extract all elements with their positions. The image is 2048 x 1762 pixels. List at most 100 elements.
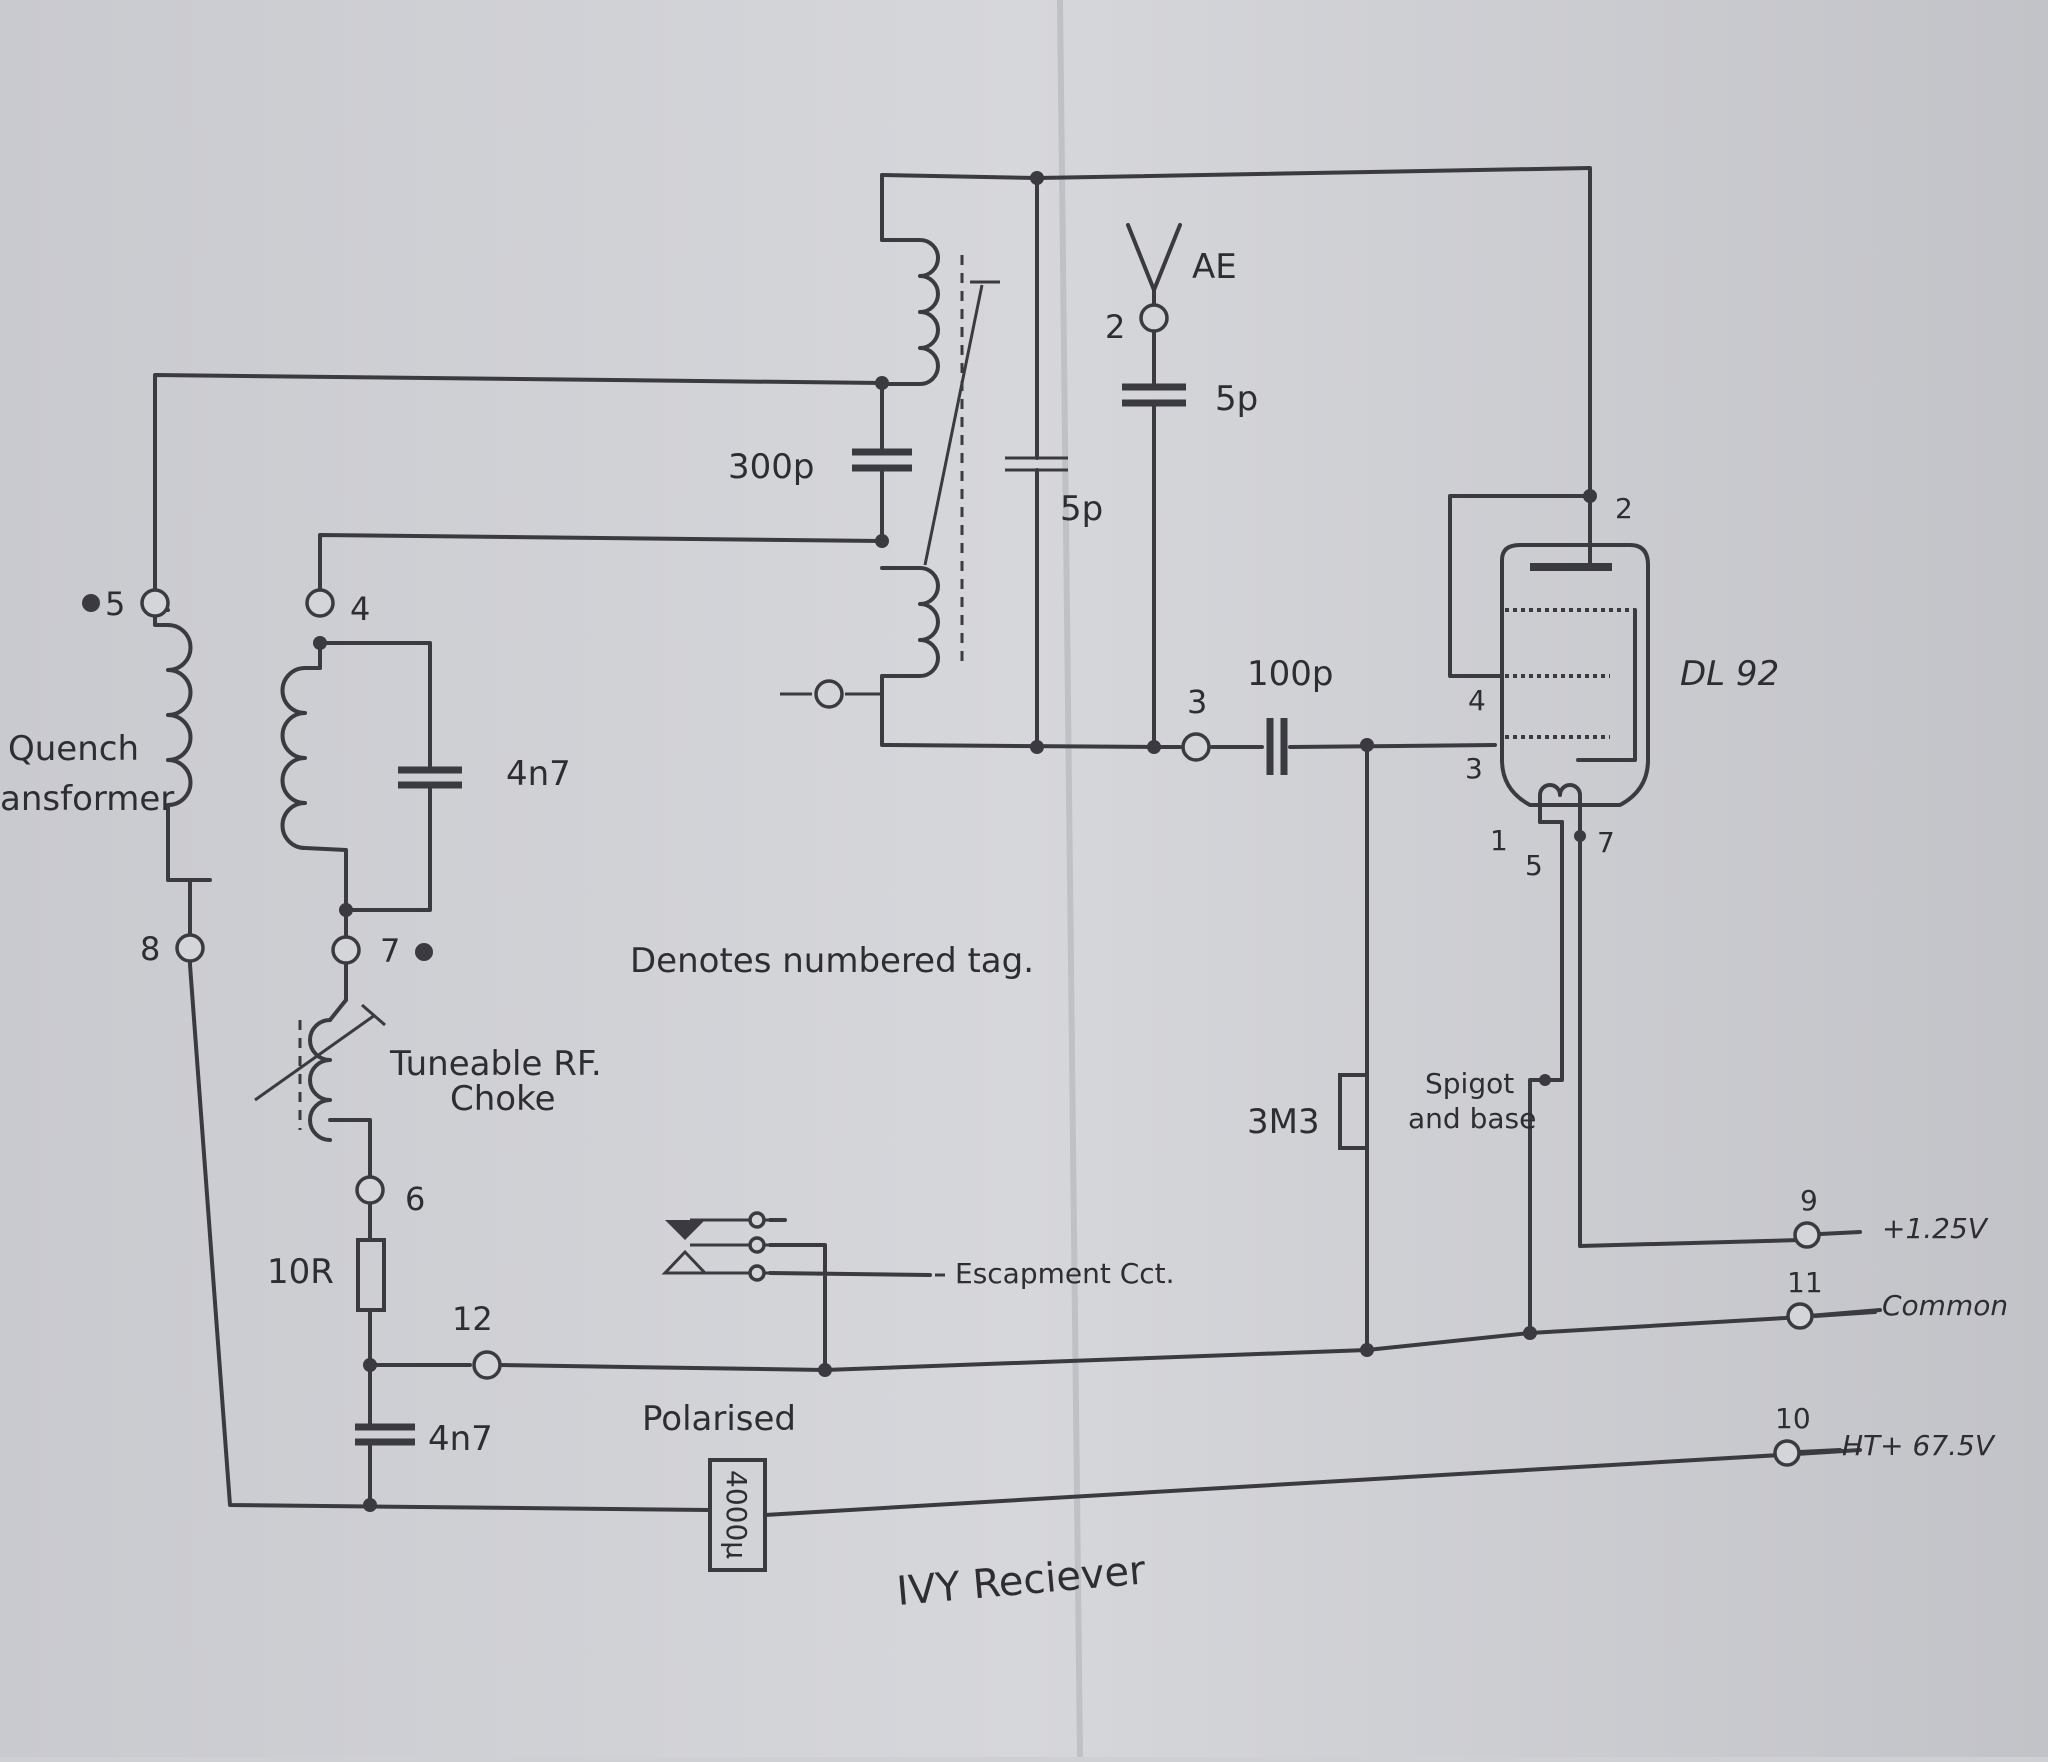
resistor-10r (356, 1238, 386, 1312)
rf-choke-arrow-tee (361, 1003, 386, 1027)
cap-100p-label: 100p (1247, 654, 1333, 694)
junction (1523, 1326, 1537, 1340)
wire-filament-plus (1578, 820, 1802, 1248)
escapement-terminal (748, 1264, 766, 1282)
tag-9 (1793, 1221, 1821, 1249)
tag-8 (175, 933, 205, 963)
tag-2-label: 2 (1105, 308, 1125, 346)
labels: Quench ansformer 300p 5p 5p AE 100p 4n7 … (0, 247, 2008, 1615)
tag-7-label: 7 (380, 932, 400, 970)
wire-escapement (768, 1218, 932, 1372)
tag-12 (472, 1350, 502, 1380)
tag-11-label: 11 (1787, 1266, 1823, 1299)
junction (1539, 1074, 1551, 1086)
tag-3-label: 3 (1187, 683, 1207, 721)
cap-5p-ae-label: 5p (1215, 379, 1258, 419)
cap-5p-trim-label: 5p (1060, 489, 1103, 529)
tag-10-label: 10 (1775, 1402, 1811, 1435)
quench-secondary (280, 666, 348, 912)
tag-3 (1181, 732, 1211, 762)
resistors: 4000µ (356, 1073, 1369, 1572)
junction (1030, 171, 1044, 185)
tag-12-label: 12 (452, 1300, 493, 1338)
wire-screen-loop (1448, 494, 1592, 678)
tags (82, 303, 1821, 1467)
wire-tank-bottom (880, 674, 1156, 749)
escapement-contacts (661, 1211, 770, 1282)
valve-filament (1538, 783, 1582, 824)
junction (1360, 738, 1374, 752)
tank-tuning-arrow (923, 284, 984, 566)
cap-300p-label: 300p (728, 447, 814, 487)
tank-coil-lower (880, 566, 940, 678)
tag-8-label: 8 (140, 930, 160, 968)
junction (363, 1498, 377, 1512)
tag-4-label: 4 (350, 590, 370, 628)
wire-top-rail (880, 166, 1592, 498)
rf-choke-label-line1: Tuneable RF. (389, 1044, 602, 1084)
electrolytic-capacitor (708, 1458, 767, 1572)
rf-choke-lead (328, 998, 348, 1022)
rf-choke-arrow (254, 1013, 376, 1102)
cap-4n7-bypass-label: 4n7 (428, 1419, 493, 1459)
tag-6 (355, 1175, 385, 1205)
valve-pin-7: 7 (1597, 826, 1615, 859)
rf-choke-label-line2: Choke (450, 1079, 556, 1119)
tank-coil-upper (880, 238, 940, 386)
junction (875, 534, 889, 548)
electrolytic-value: 4000µ (720, 1470, 753, 1559)
resistor-3m3-label: 3M3 (1247, 1102, 1320, 1142)
tank-coil (880, 238, 1000, 678)
spigot-label-line1: Spigot (1425, 1067, 1514, 1100)
valve-type-label: DL 92 (1680, 654, 1779, 694)
tag-6-label: 6 (405, 1180, 425, 1218)
tag-2 (1139, 303, 1169, 333)
wire-tag5-feed (153, 373, 884, 592)
rf-choke-coil (308, 1018, 332, 1142)
tag-5 (140, 588, 170, 618)
supply-ht-label: HT+ 67.5V (1842, 1429, 1996, 1462)
valve-pin-1: 1 (1490, 824, 1508, 857)
wire-tag4-feed (318, 533, 884, 592)
escapement-contact-lower (661, 1249, 709, 1275)
polarised-label: Polarised (642, 1399, 796, 1439)
junction (818, 1363, 832, 1377)
wire-common-lead (1813, 1310, 1877, 1318)
tag-5-label: 5 (105, 585, 125, 623)
quench-label-line2: ansformer (0, 779, 174, 819)
tag-4 (305, 588, 335, 618)
tag-11 (1786, 1302, 1814, 1330)
valve-pin-4: 4 (1468, 684, 1486, 717)
valve-pin-3: 3 (1465, 752, 1483, 785)
escapement-label: Escapment Cct. (955, 1257, 1175, 1290)
tag-7-marker (415, 943, 433, 961)
resistor-10r-label: 10R (267, 1252, 334, 1292)
cap-4n7-tank-label: 4n7 (506, 754, 571, 794)
legend-tag-symbol (814, 679, 844, 709)
valve-envelope (1500, 543, 1650, 807)
quench-primary (166, 623, 193, 882)
wire-grid (1210, 743, 1497, 749)
junction (1147, 740, 1161, 754)
escapement-terminal (748, 1236, 766, 1254)
rf-choke (254, 998, 386, 1142)
wire-ht-lead (1798, 1448, 1842, 1454)
quench-label-line1: Quench (8, 729, 139, 769)
wire-plus-lead (1818, 1230, 1862, 1236)
junction (1030, 740, 1044, 754)
tag-7 (331, 935, 361, 965)
aerial-label: AE (1192, 247, 1237, 287)
spigot-label-line2: and base (1408, 1102, 1536, 1135)
legend-text: Denotes numbered tag. (630, 941, 1034, 981)
escapement-terminal (748, 1211, 766, 1229)
tag-10 (1773, 1439, 1801, 1467)
escapement-contact-upper (665, 1220, 705, 1240)
junction (1360, 1343, 1374, 1357)
junction (1574, 830, 1586, 842)
wire-choke-chain (328, 908, 372, 1367)
tag-9-label: 9 (1800, 1184, 1818, 1217)
tag-5-marker (82, 594, 100, 612)
supply-common-label: Common (1882, 1289, 2008, 1322)
